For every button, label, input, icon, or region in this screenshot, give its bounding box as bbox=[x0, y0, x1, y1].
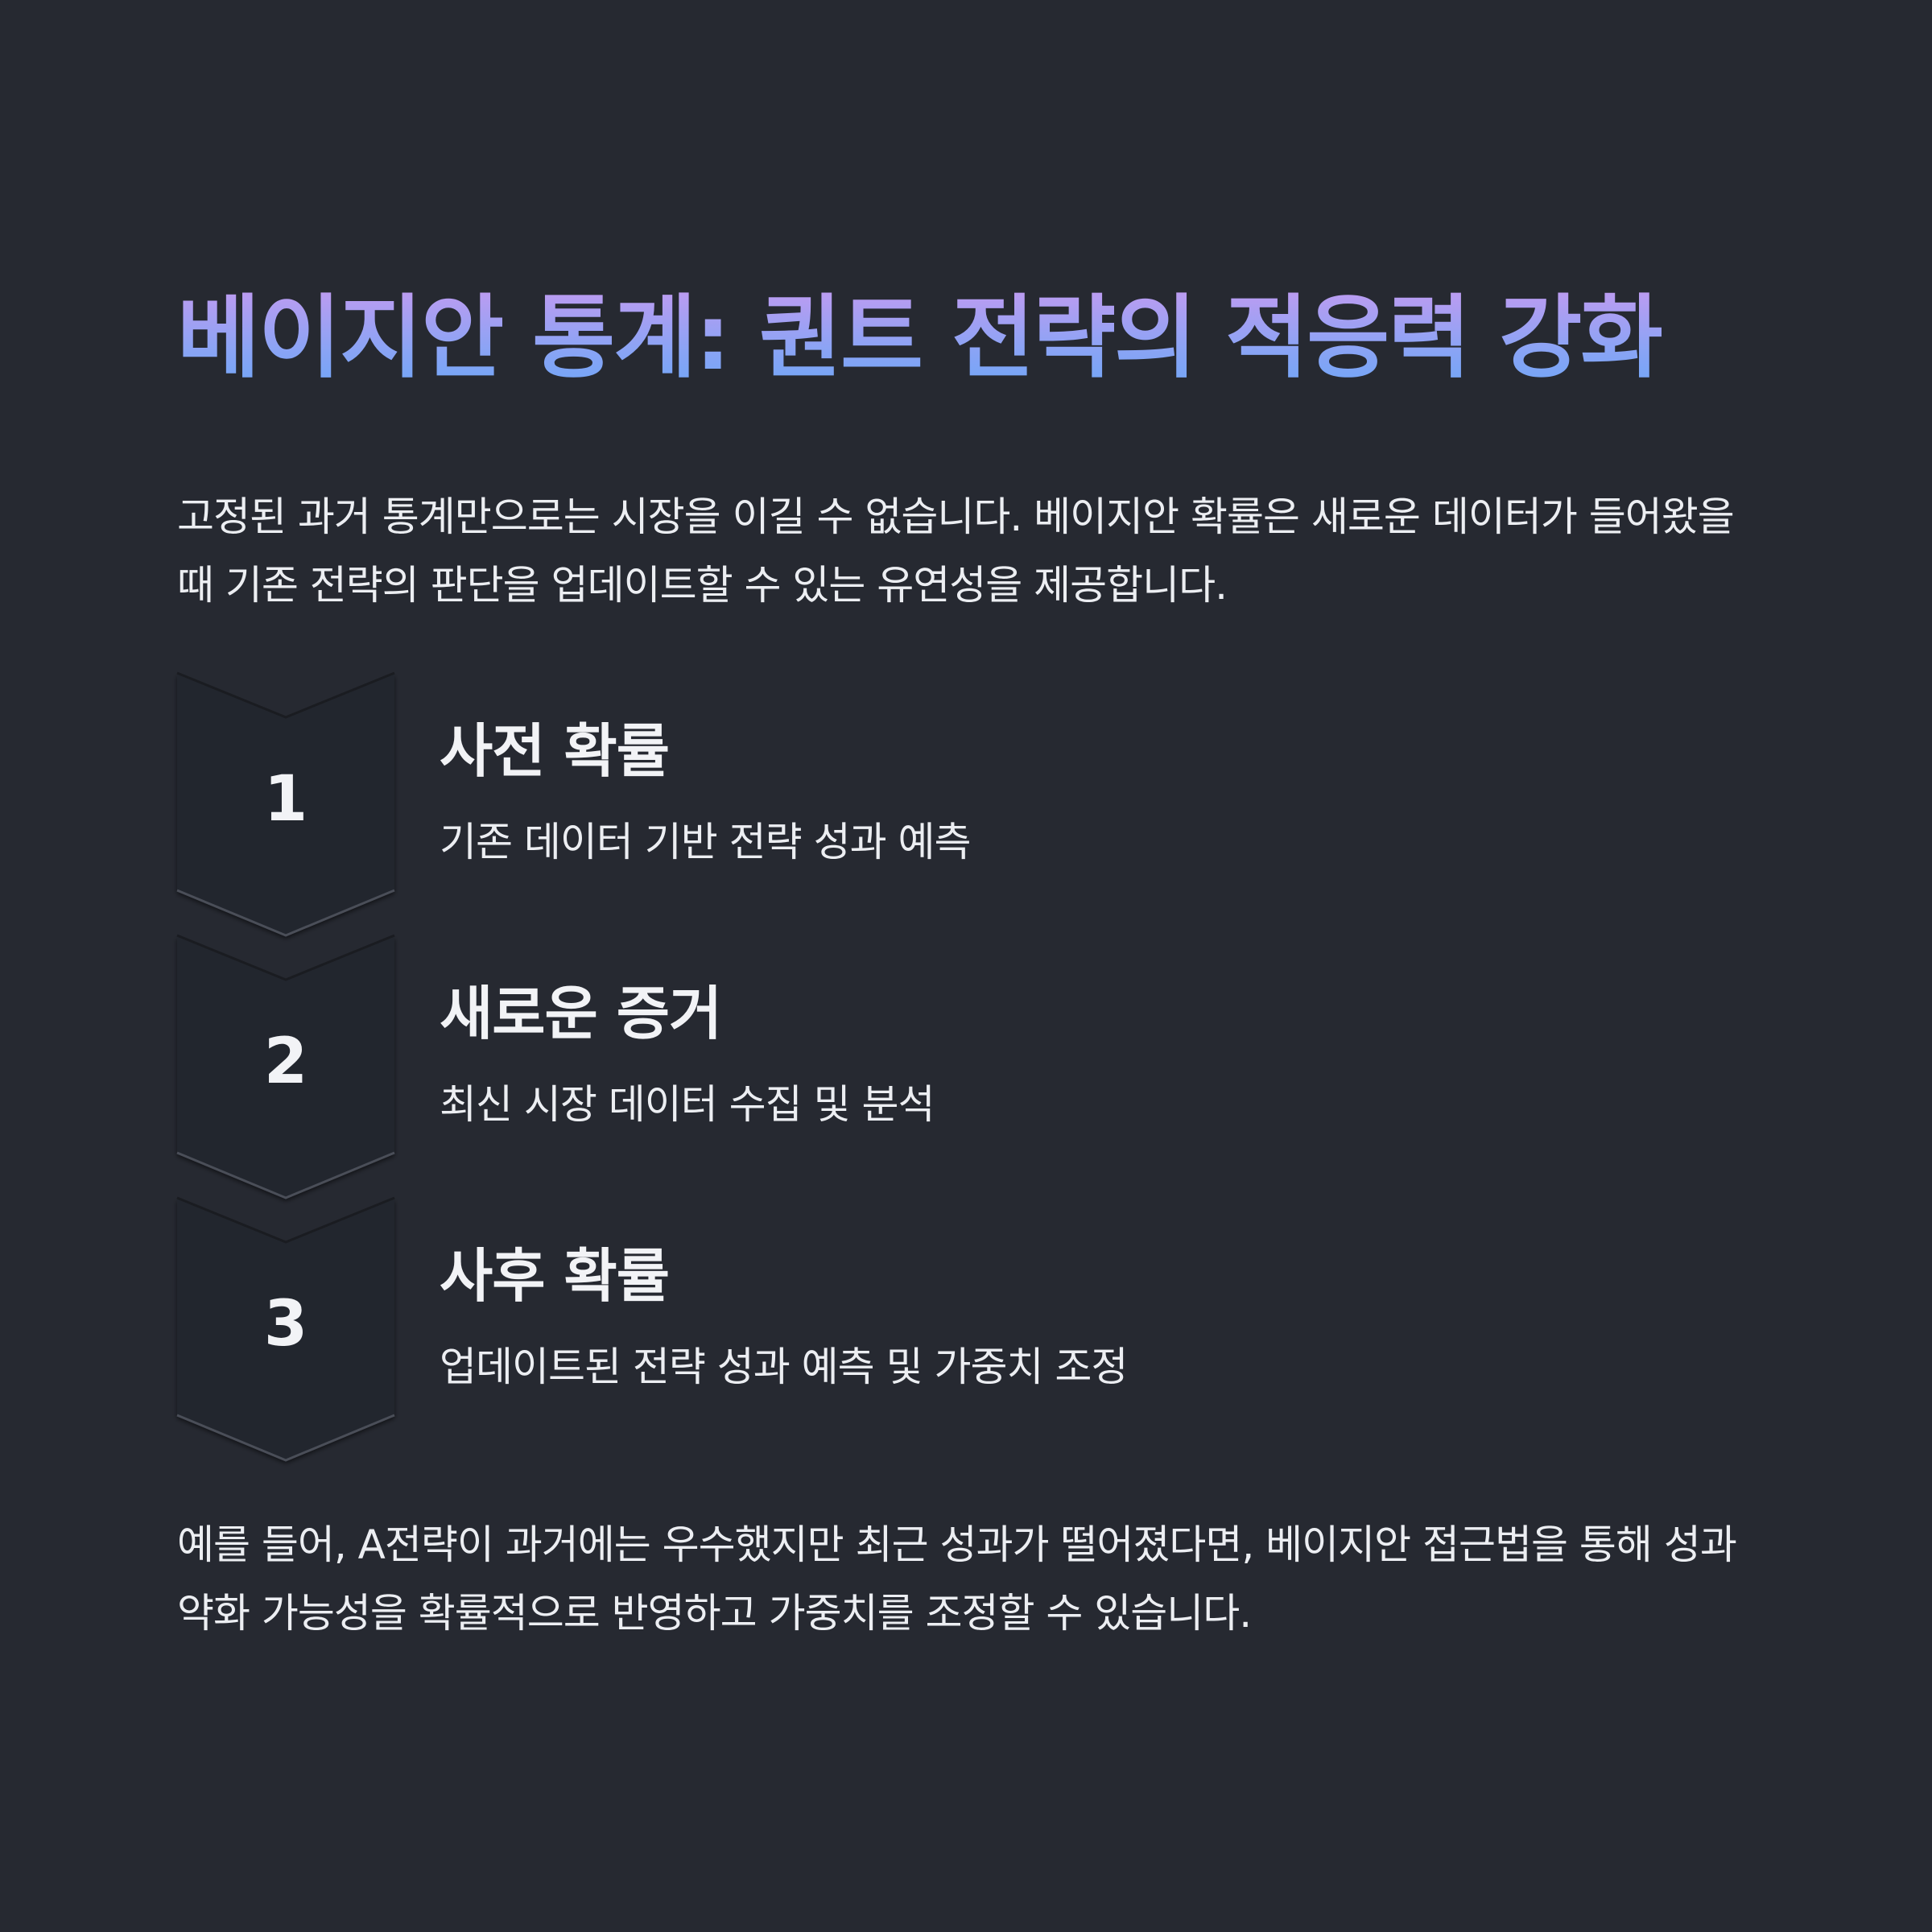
page-title: 베이지안 통계: 퀀트 전략의 적응력 강화 bbox=[177, 278, 1663, 398]
chevron-badge: 2 bbox=[176, 934, 395, 1199]
step-title: 사전 확률 bbox=[440, 717, 670, 785]
step-description: 기존 데이터 기반 전략 성과 예측 bbox=[440, 819, 971, 865]
step-title: 새로운 증거 bbox=[440, 980, 722, 1047]
chevron-shape bbox=[176, 934, 395, 1199]
intro-paragraph: 고정된 과거 통계만으로는 시장을 이길 수 없습니다. 베이지안 확률은 새로… bbox=[177, 493, 1735, 609]
step-number: 2 bbox=[263, 1026, 308, 1098]
step-title: 사후 확률 bbox=[440, 1242, 670, 1310]
step-number: 3 bbox=[263, 1288, 308, 1360]
process-steps: 1 사전 확률 기존 데이터 기반 전략 성과 예측 2 bbox=[176, 671, 1755, 1462]
step-posterior: 3 사후 확률 업데이트된 전략 성과 예측 및 가중치 조정 bbox=[176, 1196, 1755, 1462]
step-evidence: 2 새로운 증거 최신 시장 데이터 수집 및 분석 bbox=[176, 934, 1755, 1199]
step-prior: 1 사전 확률 기존 데이터 기반 전략 성과 예측 bbox=[176, 671, 1755, 937]
chevron-shape bbox=[176, 671, 395, 937]
step-description: 업데이트된 전략 성과 예측 및 가중치 조정 bbox=[440, 1344, 1128, 1390]
step-number: 1 bbox=[263, 763, 308, 836]
chevron-shape bbox=[176, 1196, 395, 1462]
slide: 베이지안 통계: 퀀트 전략의 적응력 강화 고정된 과거 통계만으로는 시장을… bbox=[176, 0, 1755, 1932]
step-description: 최신 시장 데이터 수집 및 분석 bbox=[440, 1081, 935, 1128]
chevron-badge: 1 bbox=[176, 671, 395, 937]
chevron-badge: 3 bbox=[176, 1196, 395, 1462]
example-paragraph: 예를 들어, A전략이 과거에는 우수했지만 최근 성과가 떨어졌다면, 베이지… bbox=[177, 1521, 1737, 1637]
